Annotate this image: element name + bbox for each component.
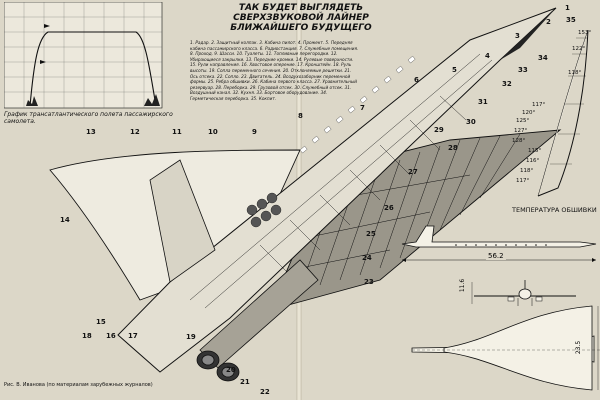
callout-31: 31 [478, 98, 488, 106]
callout-2: 2 [546, 18, 551, 26]
callout-17: 17 [128, 332, 138, 340]
callout-21: 21 [240, 378, 250, 386]
length-dimension: 56.2 [486, 252, 506, 260]
callout-12: 12 [130, 128, 140, 136]
tail-fin [149, 159, 216, 283]
temp-reading: 117° [516, 178, 530, 184]
callout-9: 9 [252, 128, 257, 136]
temp-reading: 153° [578, 30, 592, 36]
callout-7: 7 [360, 104, 365, 112]
temp-reading: 117° [532, 102, 546, 108]
airplane-icon [40, 60, 46, 64]
flight-graph [4, 2, 163, 109]
height-dimension: 11.6 [459, 278, 467, 293]
temp-reading: 128° [512, 138, 526, 144]
callout-6: 6 [414, 76, 419, 84]
callout-18: 18 [82, 332, 92, 340]
skin-temperature-profile [537, 29, 589, 197]
temp-reading: 125° [516, 118, 530, 124]
top-view [411, 305, 600, 391]
temp-reading: 122° [572, 46, 586, 52]
callout-3: 3 [515, 32, 520, 40]
callout-35: 35 [566, 16, 576, 24]
illustration-credit: Рис. В. Иванова (по материалам зарубежны… [4, 382, 153, 388]
callout-14: 14 [60, 216, 70, 224]
callout-34: 34 [538, 54, 548, 62]
callout-27: 27 [408, 168, 418, 176]
callout-32: 32 [502, 80, 512, 88]
callout-22: 22 [260, 388, 270, 396]
callout-11: 11 [172, 128, 182, 136]
temp-reading: 127° [514, 128, 528, 134]
nose-cone [500, 8, 556, 60]
temp-reading: 118° [568, 70, 582, 76]
callout-20: 20 [226, 366, 236, 374]
temp-reading: 120° [522, 110, 536, 116]
engine-nacelles [196, 259, 319, 382]
temperature-title: ТЕМПЕРАТУРА ОБШИВКИ [512, 206, 597, 214]
callout-23: 23 [364, 278, 374, 286]
callout-24: 24 [362, 254, 372, 262]
callout-19: 19 [186, 333, 196, 341]
callout-16: 16 [106, 332, 116, 340]
temp-reading: 118° [520, 168, 534, 174]
temp-reading: 116° [526, 158, 540, 164]
callout-8: 8 [298, 112, 303, 120]
flight-graph-caption: График трансатлантического полета пассаж… [4, 111, 173, 125]
callout-30: 30 [466, 118, 476, 126]
side-view [401, 225, 597, 262]
page-title: ТАК БУДЕТ ВЫГЛЯДЕТЬ СВЕРХЗВУКОВОЙ ЛАЙНЕР… [230, 3, 372, 33]
callout-25: 25 [366, 230, 376, 238]
airplane-icon [44, 24, 50, 28]
callout-13: 13 [86, 128, 96, 136]
parts-legend: 1. Радар. 2. Защитный колпак. 3. Кабина … [190, 40, 359, 101]
callout-5: 5 [452, 66, 457, 74]
span-dimension: 23.5 [575, 340, 583, 355]
callout-28: 28 [448, 144, 458, 152]
callout-4: 4 [485, 52, 490, 60]
temp-reading: 115° [528, 148, 542, 154]
callout-29: 29 [434, 126, 444, 134]
front-view [471, 280, 576, 306]
callout-33: 33 [518, 66, 528, 74]
callout-26: 26 [384, 204, 394, 212]
callout-10: 10 [208, 128, 218, 136]
callout-15: 15 [96, 318, 106, 326]
callout-1: 1 [565, 4, 570, 12]
